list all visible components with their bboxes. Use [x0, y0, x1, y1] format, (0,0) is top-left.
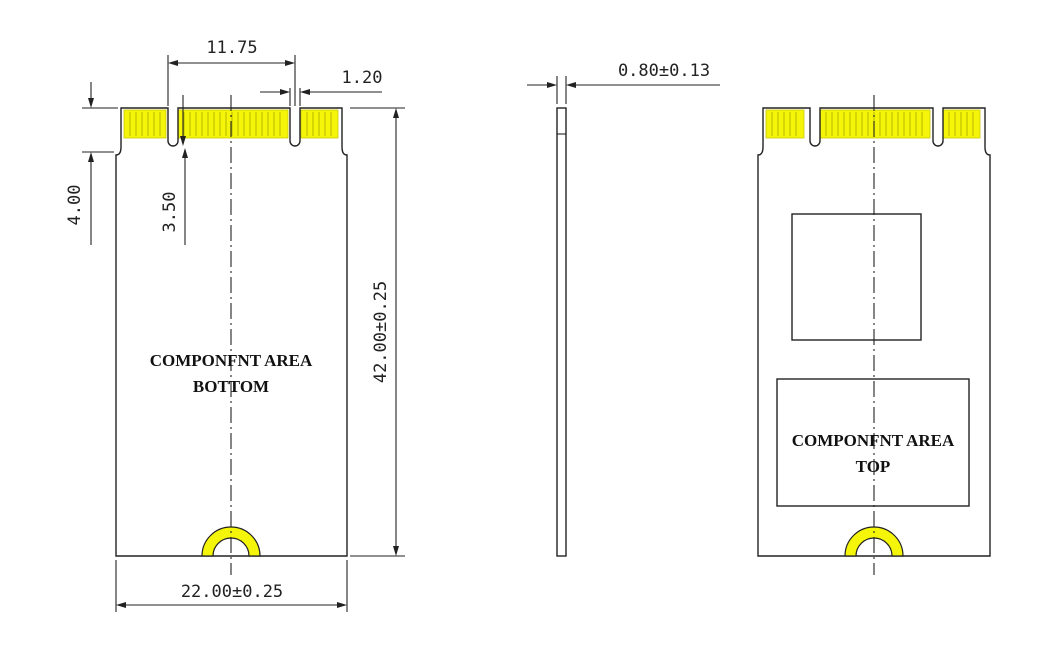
gold-fingers-bottom — [123, 109, 339, 139]
mounting-notch-bottom — [201, 526, 261, 557]
mounting-notch-top — [844, 526, 904, 557]
dim-edge-to-notch: 4.00 — [65, 82, 118, 245]
svg-text:4.00: 4.00 — [65, 185, 85, 226]
component-area-top-outline — [776, 378, 970, 507]
svg-text:22.00±0.25: 22.00±0.25 — [181, 582, 283, 602]
svg-text:42.00±0.25: 42.00±0.25 — [371, 281, 391, 383]
dim-key-depth: 3.50 — [160, 95, 188, 245]
svg-text:11.75: 11.75 — [206, 38, 257, 58]
top-area-label-line2: TOP — [856, 457, 891, 476]
bottom-area-label-line1: COMPONFNT AREA — [150, 351, 313, 370]
chip-outline — [791, 213, 922, 341]
side-view: 0.80±0.13 — [527, 61, 720, 557]
top-area-label-line1: COMPONFNT AREA — [792, 431, 955, 450]
svg-text:3.50: 3.50 — [160, 192, 180, 233]
gold-fingers-top — [765, 109, 981, 139]
dim-thickness: 0.80±0.13 — [527, 61, 720, 104]
dim-board-length: 42.00±0.25 — [350, 107, 405, 557]
board-edge-profile — [556, 107, 567, 557]
bottom-view: COMPONFNT AREA BOTTOM 11.75 1.20 — [65, 38, 405, 612]
bottom-area-label-line2: BOTTOM — [193, 377, 269, 396]
board-outline-bottom — [115, 107, 348, 557]
dim-board-width: 22.00±0.25 — [115, 560, 348, 612]
svg-text:0.80±0.13: 0.80±0.13 — [618, 61, 710, 81]
dim-key-width: 1.20 — [260, 68, 382, 106]
board-outline-top — [757, 107, 991, 557]
top-view: COMPONFNT AREA TOP — [757, 95, 991, 575]
svg-text:1.20: 1.20 — [342, 68, 383, 88]
dim-key-spacing: 11.75 — [167, 38, 296, 106]
